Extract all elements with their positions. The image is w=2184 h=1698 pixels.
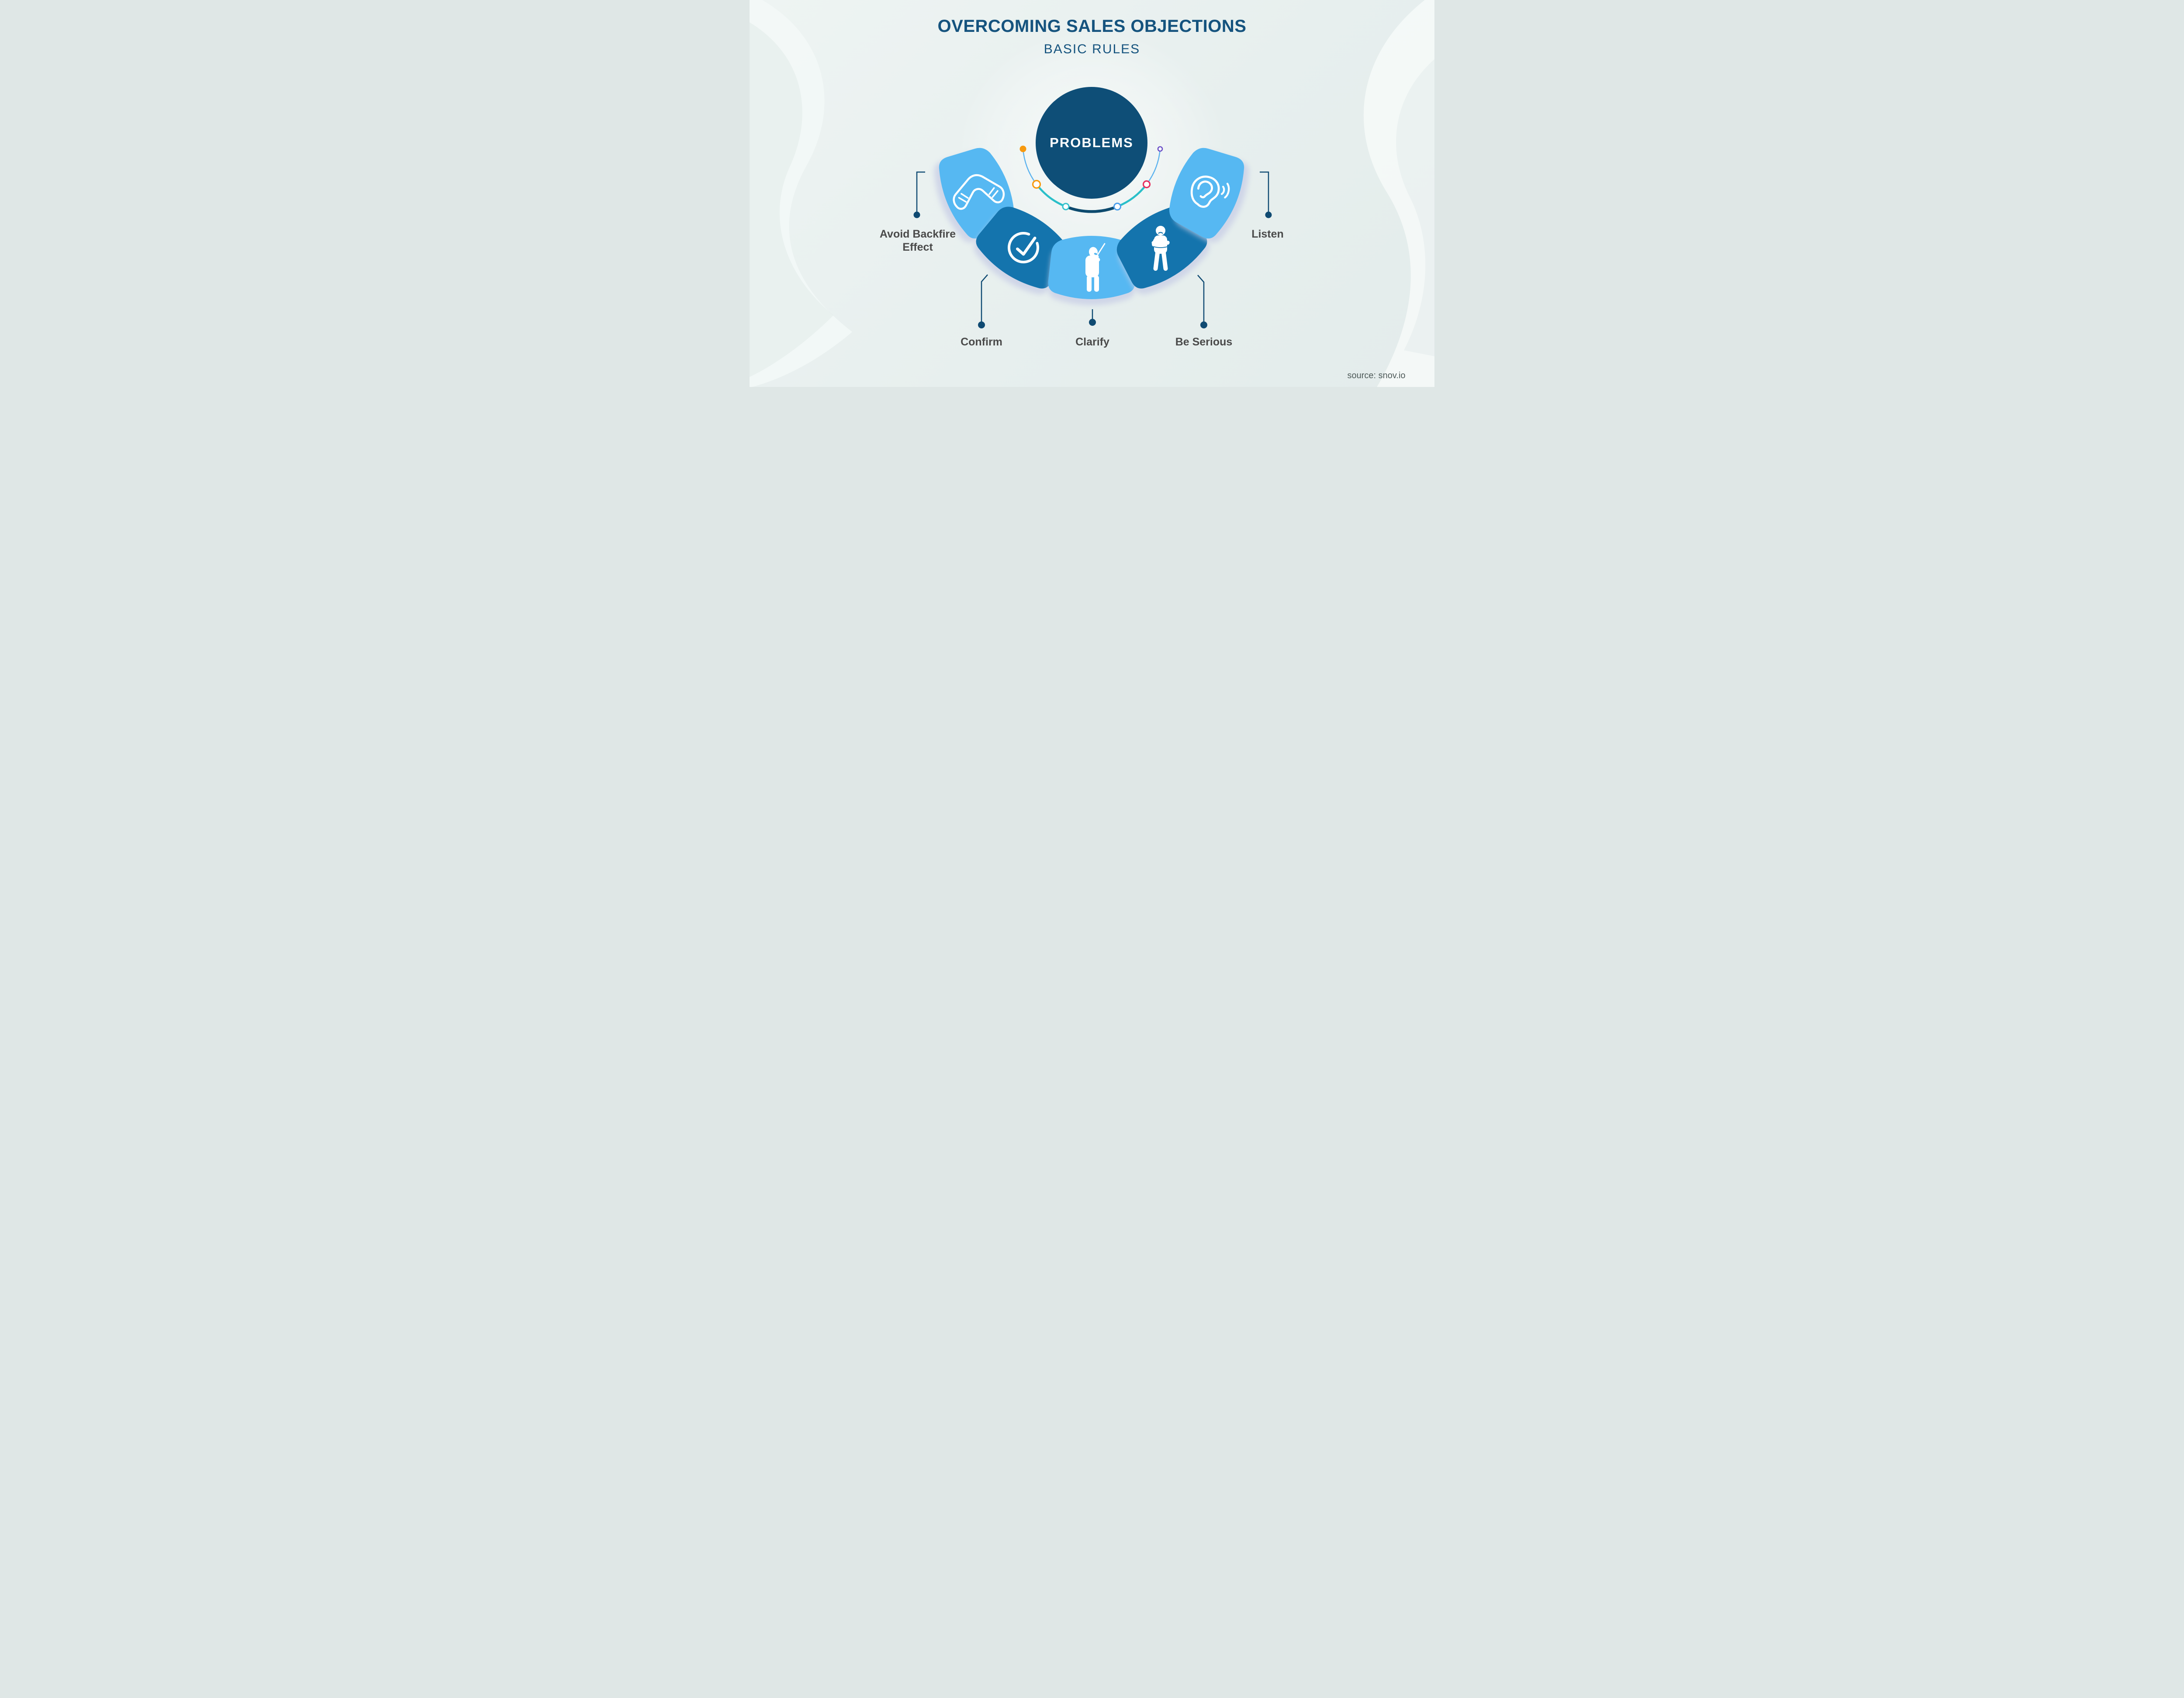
connector-listen (1260, 171, 1272, 218)
label-be-serious: Be Serious (1175, 336, 1233, 348)
label-avoid-backfire-effect: Avoid Backfire Effect (865, 228, 970, 254)
label-avoid-backfire-line2: Effect (902, 241, 933, 253)
infographic-canvas: OVERCOMING SALES OBJECTIONS BASIC RULES … (750, 0, 1434, 387)
arc-marker-purple-ring (1157, 146, 1163, 152)
connector-avoid-backfire (913, 171, 925, 218)
label-avoid-backfire-line1: Avoid Backfire (879, 228, 956, 240)
boomerang-icon (953, 174, 1005, 210)
arc-marker-pink-ring (1142, 180, 1151, 189)
arc-marker-orange-dot (1019, 145, 1026, 152)
label-clarify: Clarify (1075, 336, 1109, 348)
presenter-icon (1085, 243, 1106, 292)
page-title: OVERCOMING SALES OBJECTIONS (937, 17, 1247, 36)
check-circle-icon (1008, 232, 1039, 263)
source-credit: source: snov.io (1347, 371, 1406, 380)
central-circle-label: PROBLEMS (1050, 135, 1133, 150)
connectors (913, 171, 1272, 328)
infographic-graphics (750, 0, 1434, 387)
arc-marker-blue-ring (1113, 203, 1121, 211)
ear-icon (1190, 176, 1230, 208)
label-confirm: Confirm (961, 336, 1002, 348)
arc-marker-orange-ring (1032, 179, 1041, 189)
arc-marker-teal-ring (1062, 203, 1070, 211)
arc-markers (1019, 145, 1163, 211)
connector-be-serious (1197, 275, 1207, 328)
person-crossed-arms-icon (1151, 226, 1170, 271)
central-circle (1036, 87, 1147, 199)
connector-clarify (1089, 309, 1096, 326)
page-subtitle: BASIC RULES (1044, 42, 1140, 56)
connector-confirm (978, 274, 988, 328)
label-listen: Listen (1251, 228, 1284, 240)
